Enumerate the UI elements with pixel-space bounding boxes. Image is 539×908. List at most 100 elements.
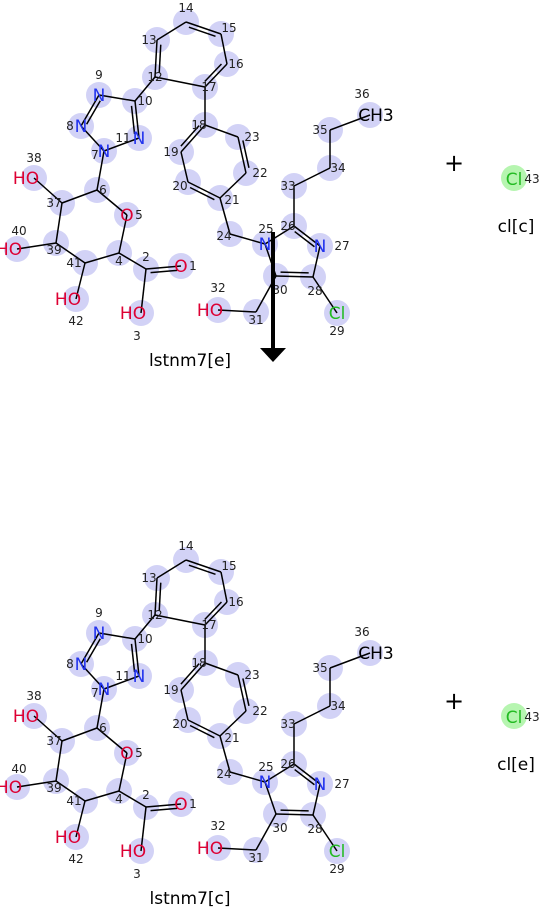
bond-37-38: [33, 715, 63, 742]
molecule-bottom-label: lstnm7[c]: [149, 889, 230, 908]
bond-22-23: [237, 136, 247, 174]
bond-9-10: [98, 632, 136, 640]
atom-number-27: 27: [334, 777, 349, 791]
atom-number-34: 34: [330, 161, 345, 175]
chloride-symbol-top: Cl: [506, 170, 523, 190]
bond-14-15-double: [188, 564, 216, 576]
bond-14-15: [185, 559, 222, 573]
atom-label-5: O: [120, 206, 133, 226]
atom-label-8: N: [75, 655, 88, 675]
bond-12-13: [154, 577, 158, 616]
bond-28-30: [275, 275, 314, 278]
bond-10-11: [134, 638, 140, 677]
atom-number-25: 25: [258, 760, 273, 774]
atom-number-42: 42: [68, 314, 83, 328]
bond-28-29: [312, 276, 338, 314]
bond-28-30-double: [280, 809, 309, 812]
bond-35-36: [329, 652, 371, 669]
chloride-number-top: 43: [524, 172, 539, 186]
atom-number-40: 40: [11, 224, 26, 238]
bond-35-36: [329, 114, 371, 131]
plus-sign-bottom: +: [444, 687, 464, 715]
atom-number-24: 24: [216, 229, 231, 243]
atom-number-27: 27: [334, 239, 349, 253]
atom-number-11: 11: [115, 131, 130, 145]
bond-16-17: [204, 601, 228, 626]
atom-number-41: 41: [66, 256, 81, 270]
atom-label-7: N: [98, 680, 111, 700]
atom-label-5: O: [120, 744, 133, 764]
bond-10-12: [134, 76, 156, 102]
bond-24-25: [229, 771, 266, 783]
atom-number-6: 6: [99, 183, 107, 197]
bond-6-7: [96, 688, 105, 729]
atom-number-14: 14: [178, 539, 193, 553]
bond-33-34: [293, 167, 331, 187]
bond-39-37: [55, 740, 63, 782]
atom-number-22: 22: [252, 704, 267, 718]
bond-21-22: [219, 172, 247, 199]
bond-23-18: [204, 124, 239, 138]
bond-10-12: [134, 614, 156, 640]
atom-number-17: 17: [201, 618, 216, 632]
bond-8-9-double: [85, 638, 101, 663]
atom-number-13: 13: [141, 571, 156, 585]
atom-number-33: 33: [280, 179, 295, 193]
atom-number-16: 16: [228, 57, 243, 71]
atom-number-31: 31: [248, 313, 263, 327]
atom-number-36: 36: [354, 625, 369, 639]
bond-6-7: [96, 150, 105, 191]
atom-number-35: 35: [312, 123, 327, 137]
atom-number-38: 38: [26, 689, 41, 703]
atom-number-40: 40: [11, 762, 26, 776]
bond-12-13: [154, 39, 158, 78]
bond-20-21: [187, 719, 221, 737]
bond-19-20: [180, 689, 189, 721]
bond-20-21-double: [189, 724, 215, 739]
bond-33-34: [293, 705, 331, 725]
molecule-top-label: lstnm7[e]: [149, 351, 231, 371]
bond-37-6: [61, 189, 98, 204]
bond-37-6: [61, 727, 98, 742]
bond-27-28: [312, 783, 321, 816]
bond-25-26: [264, 763, 295, 783]
atom-label-9: N: [93, 624, 106, 644]
bond-2-1-double: [150, 269, 178, 274]
chloride-ion-top: Cl - 43 cl[c]: [498, 163, 539, 237]
bond-41-39: [55, 242, 86, 264]
atom-number-37: 37: [46, 734, 61, 748]
atom-number-5: 5: [135, 208, 143, 222]
atom-number-15: 15: [221, 559, 236, 573]
atom-number-2: 2: [142, 250, 150, 264]
atom-number-21: 21: [224, 731, 239, 745]
atom-label-25: N: [259, 235, 272, 255]
bond-14-15-double: [188, 26, 216, 38]
atom-number-34: 34: [330, 699, 345, 713]
bond-5-6: [96, 727, 128, 754]
bond-11-7: [103, 137, 140, 152]
bond-8-9-double: [85, 100, 101, 125]
atom-number-10: 10: [137, 632, 152, 646]
atom-label-29: Cl: [329, 304, 346, 324]
bond-15-16: [220, 571, 228, 603]
bond-21-24: [219, 197, 231, 235]
bond-13-14: [156, 21, 187, 41]
atom-number-13: 13: [141, 33, 156, 47]
bond-2-4: [118, 790, 147, 808]
chloride-bottom-label: cl[e]: [497, 755, 535, 775]
bond-10-11: [134, 100, 140, 139]
atom-number-23: 23: [244, 668, 259, 682]
atom-number-30: 30: [272, 821, 287, 835]
bond-41-42: [75, 800, 86, 838]
bond-4-5: [118, 214, 128, 254]
bond-17-12: [154, 76, 206, 88]
bond-2-1: [145, 803, 182, 808]
bond-26-27: [293, 225, 321, 247]
bond-41-39: [55, 780, 86, 802]
bond-13-14: [156, 559, 187, 579]
bond-31-32: [217, 847, 257, 851]
atom-number-36: 36: [354, 87, 369, 101]
atom-number-29: 29: [329, 324, 344, 338]
